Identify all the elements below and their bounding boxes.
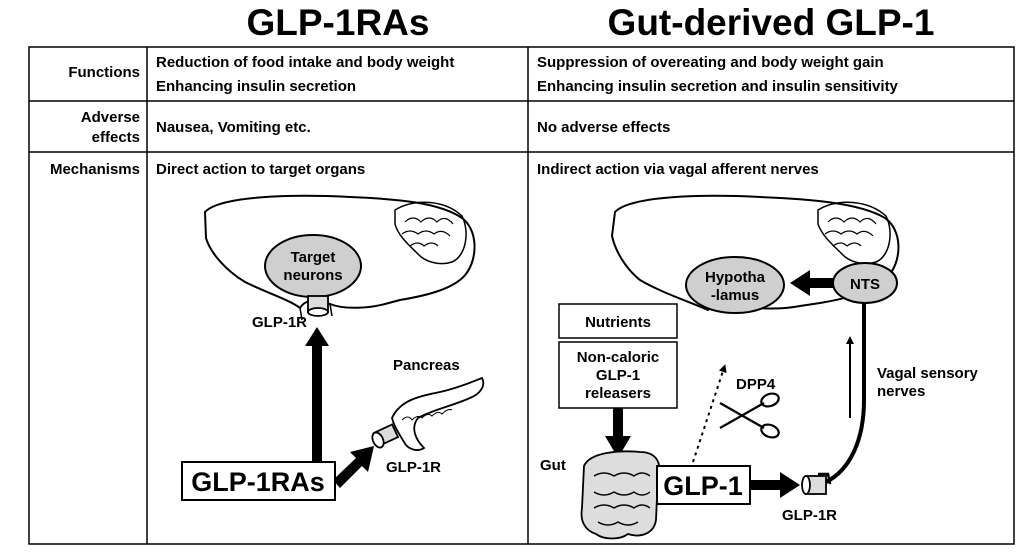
vagal-nerve-line bbox=[825, 303, 866, 484]
nts-label: NTS bbox=[850, 276, 880, 293]
gut-function-2: Enhancing insulin secretion and insulin … bbox=[537, 78, 898, 95]
hypothalamus-label-2: -lamus bbox=[711, 287, 759, 304]
receptor-icon-vagal bbox=[801, 475, 827, 495]
gut-adverse: No adverse effects bbox=[537, 119, 671, 136]
arrow-to-pancreas bbox=[333, 446, 374, 488]
dpp4-degradation-arrow bbox=[692, 364, 727, 463]
arrow-nts-to-hypothalamus bbox=[790, 270, 834, 296]
target-neurons-ellipse bbox=[264, 234, 362, 298]
hypothalamus-label-1: Hypotha bbox=[705, 269, 766, 286]
nutrients-label: Nutrients bbox=[585, 314, 651, 331]
receptor-label-pancreas: GLP-1R bbox=[386, 459, 441, 476]
glp1ras-drug-box bbox=[181, 461, 336, 501]
gut-mechanism: Indirect action via vagal afferent nerve… bbox=[537, 161, 819, 178]
target-neurons-label-2: neurons bbox=[283, 267, 342, 284]
glp1-box bbox=[656, 465, 751, 505]
vagal-label-1: Vagal sensory bbox=[877, 365, 979, 382]
header-glp1ras: GLP-1RAs bbox=[246, 2, 430, 43]
nutrients-box bbox=[558, 303, 678, 339]
releasers-label-1: Non-caloric bbox=[577, 349, 660, 366]
releasers-label-2: GLP-1 bbox=[596, 367, 640, 384]
pancreas-label: Pancreas bbox=[393, 357, 460, 374]
glp1ras-function-1: Reduction of food intake and body weight bbox=[156, 54, 455, 71]
glp1ras-mechanism: Direct action to target organs bbox=[156, 161, 366, 178]
receptor-icon-brain bbox=[307, 295, 329, 317]
receptor-label-vagal: GLP-1R bbox=[782, 507, 837, 524]
glp1ras-drug-label: GLP-1RAs bbox=[191, 467, 325, 497]
releasers-label-3: releasers bbox=[585, 385, 651, 402]
row-label-mechanisms: Mechanisms bbox=[49, 161, 140, 178]
releasers-box bbox=[558, 341, 678, 409]
table-grid bbox=[28, 46, 1015, 545]
gut-label: Gut bbox=[540, 457, 566, 474]
arrow-down-to-gut bbox=[605, 408, 631, 458]
target-neurons-label-1: Target bbox=[291, 249, 336, 266]
glp1ras-adverse: Nausea, Vomiting etc. bbox=[156, 119, 311, 136]
arrow-glp1-to-receptor bbox=[750, 472, 800, 498]
vagal-label-2: nerves bbox=[877, 383, 925, 400]
receptor-label-brain: GLP-1R bbox=[252, 314, 307, 331]
brain-outline-left bbox=[203, 194, 476, 321]
hypothalamus-ellipse bbox=[685, 256, 785, 314]
row-label-functions: Functions bbox=[68, 64, 140, 81]
glp1-label: GLP-1 bbox=[663, 471, 743, 501]
pancreas-icon bbox=[391, 376, 485, 451]
row-label-adverse-2: effects bbox=[91, 129, 140, 146]
arrow-up-to-brain bbox=[305, 327, 329, 462]
scissors-icon bbox=[719, 392, 780, 439]
gut-function-1: Suppression of overeating and body weigh… bbox=[537, 54, 884, 71]
nerve-ending-icon bbox=[818, 472, 832, 485]
receptor-icon-pancreas bbox=[371, 423, 400, 449]
glp1ras-function-2: Enhancing insulin secretion bbox=[156, 78, 357, 95]
header-gut-derived-glp1: Gut-derived GLP-1 bbox=[607, 2, 935, 43]
row-label-adverse-1: Adverse bbox=[80, 109, 140, 126]
dpp4-label: DPP4 bbox=[736, 376, 776, 393]
gut-icon bbox=[580, 450, 660, 540]
